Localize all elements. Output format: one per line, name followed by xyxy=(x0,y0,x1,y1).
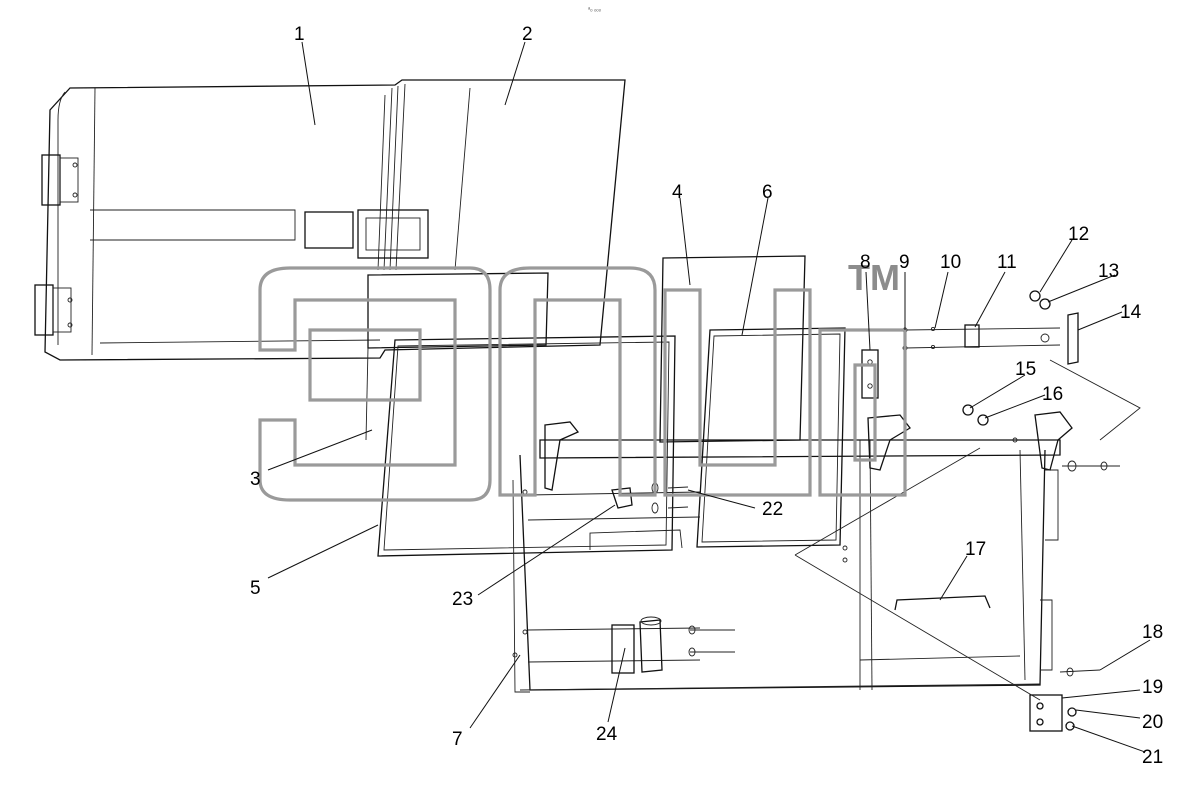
callout-6: 6 xyxy=(762,182,773,203)
leader-lines xyxy=(267,41,1151,753)
callout-2: 2 xyxy=(522,24,533,45)
header-mark: ᵃₒ ₒₒₒ xyxy=(588,7,602,13)
callout-24: 24 xyxy=(596,724,618,745)
callout-9: 9 xyxy=(899,252,910,273)
callout-3: 3 xyxy=(250,469,261,490)
inner-panel-3 xyxy=(365,272,549,441)
door-panel-assembly xyxy=(34,79,626,361)
callout-labels: 1 2 3 4 5 6 7 8 9 10 11 12 13 14 15 16 1… xyxy=(250,24,1163,768)
side-hardware-18-21 xyxy=(794,447,1120,732)
callout-16: 16 xyxy=(1042,384,1063,405)
panel-4 xyxy=(659,255,806,443)
callout-20: 20 xyxy=(1142,712,1163,733)
callout-5: 5 xyxy=(250,578,261,599)
seal-frame-6 xyxy=(696,327,846,548)
watermark-logo: TM xyxy=(258,257,907,502)
main-frame-7 xyxy=(512,411,1073,693)
callout-14: 14 xyxy=(1120,302,1142,323)
callout-22: 22 xyxy=(762,499,783,520)
callout-17: 17 xyxy=(965,539,986,560)
handle-17 xyxy=(894,595,991,611)
callout-11: 11 xyxy=(997,252,1017,273)
callout-13: 13 xyxy=(1098,261,1119,282)
callout-4: 4 xyxy=(672,182,683,203)
callout-7: 7 xyxy=(452,729,463,750)
callout-23: 23 xyxy=(452,589,473,610)
callout-12: 12 xyxy=(1068,224,1089,245)
callout-15: 15 xyxy=(1015,359,1036,380)
callout-1: 1 xyxy=(294,24,305,45)
bolts-22-23 xyxy=(611,482,735,657)
trademark-text: TM xyxy=(848,257,900,298)
callout-21: 21 xyxy=(1142,747,1163,768)
bracket-hardware-9-14 xyxy=(902,290,1141,441)
callout-10: 10 xyxy=(940,252,961,273)
pipe-clamp-24 xyxy=(611,616,663,674)
seal-frame-5 xyxy=(377,335,676,557)
callout-18: 18 xyxy=(1142,622,1163,643)
callout-8: 8 xyxy=(860,252,871,273)
callout-19: 19 xyxy=(1142,677,1163,698)
